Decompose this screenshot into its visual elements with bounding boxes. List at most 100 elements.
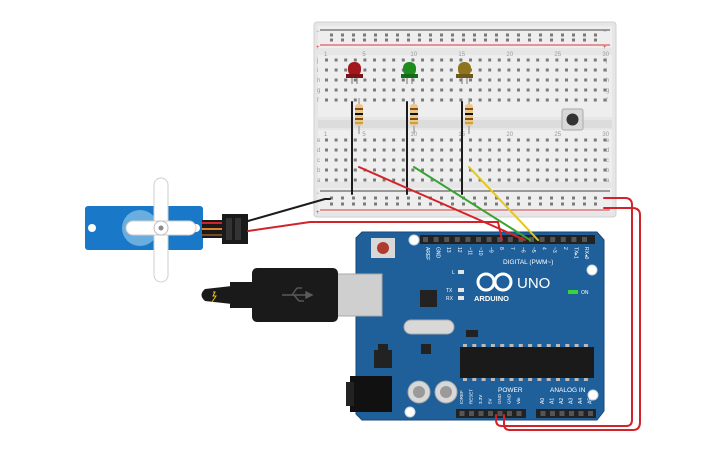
arduino-logo-text: ARDUINO	[474, 294, 509, 303]
column-number: 10	[410, 132, 417, 138]
column-number: 10	[410, 52, 417, 58]
arduino-logo: ARDUINO UNO	[474, 272, 550, 303]
wire-yellow-signal[interactable]	[468, 166, 539, 241]
digital-pin-label: ~3	[551, 247, 557, 253]
wire-servo-red[interactable]	[247, 221, 503, 241]
analog-label: ANALOG IN	[550, 387, 586, 394]
row-letter: f	[606, 98, 608, 104]
resistor-2[interactable]	[410, 98, 418, 134]
dc-power-jack[interactable]	[346, 376, 392, 412]
column-number: 1	[324, 132, 328, 138]
reset-button[interactable]	[371, 238, 395, 258]
power-pin-label: GND	[497, 393, 502, 404]
top-rail	[318, 26, 612, 48]
digital-header[interactable]	[420, 235, 595, 244]
usb-icon	[282, 287, 314, 302]
row-letter: h	[317, 78, 320, 84]
digital-pin-label: ~10	[477, 247, 483, 256]
usb-cable[interactable]	[201, 268, 383, 322]
led-green[interactable]	[401, 62, 418, 84]
column-number: 15	[458, 52, 465, 58]
power-led	[568, 290, 578, 294]
power-pin-label: Vin	[516, 397, 521, 404]
uno-label: UNO	[517, 275, 550, 292]
led-label-rx: RX	[446, 296, 454, 302]
wire-servo-black[interactable]	[247, 198, 331, 222]
on-label: ON	[581, 290, 589, 296]
servo-motor[interactable]	[85, 177, 248, 283]
column-number: 25	[554, 52, 561, 58]
column-number: 30	[602, 52, 609, 58]
wire-red-signal[interactable]	[358, 166, 526, 241]
digital-pin-label: 12	[456, 247, 462, 253]
analog-pin-label: A3	[569, 398, 575, 404]
analog-header[interactable]	[536, 409, 596, 418]
digital-label: DIGITAL (PWM~)	[503, 259, 553, 266]
resistor-1[interactable]	[355, 98, 363, 134]
row-letter: g	[317, 88, 320, 94]
wire-power-5v[interactable]	[495, 197, 633, 427]
column-number: 1	[324, 52, 328, 58]
column-number: 5	[362, 52, 366, 58]
column-number: 5	[362, 132, 366, 138]
power-pin-label: 5V	[488, 398, 493, 404]
row-letter: c	[317, 158, 320, 164]
atmega-chip	[460, 344, 594, 381]
row-letter: g	[606, 88, 609, 94]
analog-pin-label: A4	[578, 398, 584, 404]
digital-pin-label: ~6	[519, 247, 525, 253]
led-yellow[interactable]	[456, 62, 473, 84]
power-pin-label: 3.3V	[478, 395, 483, 404]
row-letter: h	[606, 78, 609, 84]
row-letter: j	[316, 58, 318, 64]
row-letter: b	[317, 168, 321, 174]
digital-pin-label: 13	[445, 247, 451, 253]
row-letter: f	[317, 98, 319, 104]
rail-plus-label: +	[316, 45, 320, 51]
onboard-leds: L TX RX	[446, 270, 464, 302]
row-letter: a	[606, 178, 610, 184]
power-label: POWER	[498, 387, 523, 394]
digital-pin-label: ~9	[488, 247, 494, 253]
wire-power-gnd[interactable]	[503, 207, 641, 431]
rail-minus-label: −	[316, 29, 320, 35]
analog-pin-label: A0	[540, 398, 546, 404]
row-letter: e	[606, 138, 610, 144]
digital-pin-label: ~5	[530, 247, 536, 253]
row-letter: d	[317, 148, 320, 154]
usb-chip	[420, 290, 437, 307]
led-label-tx: TX	[446, 288, 453, 294]
analog-pin-label: A2	[559, 398, 565, 404]
crystal	[403, 319, 455, 335]
analog-pin-label: A5	[588, 398, 594, 404]
digital-pin-label: 8	[498, 247, 504, 250]
servo-horn[interactable]	[125, 177, 197, 283]
rail-holes-bottom	[330, 196, 597, 206]
led-label-l: L	[452, 270, 455, 276]
column-number: 20	[506, 52, 513, 58]
digital-pin-label: 7	[509, 247, 515, 250]
push-button[interactable]	[561, 108, 584, 131]
row-letter: d	[606, 148, 609, 154]
lightning-icon	[211, 291, 217, 303]
analog-pin-label: A1	[550, 398, 556, 404]
digital-pin-label: 2	[562, 247, 568, 250]
row-letter: c	[606, 158, 609, 164]
power-pin-label: IOREF	[459, 390, 464, 404]
rail-plus-label-bottom: +	[316, 210, 320, 216]
capacitor-1	[407, 380, 431, 404]
column-number: 30	[602, 132, 609, 138]
resistor-3[interactable]	[465, 98, 473, 134]
row-letter: j	[605, 58, 607, 64]
column-number: 20	[506, 132, 513, 138]
rail-holes-top	[330, 33, 597, 42]
wire-green-signal[interactable]	[413, 166, 531, 241]
led-red[interactable]	[346, 62, 363, 84]
digital-pin-label: ~11	[466, 247, 472, 255]
